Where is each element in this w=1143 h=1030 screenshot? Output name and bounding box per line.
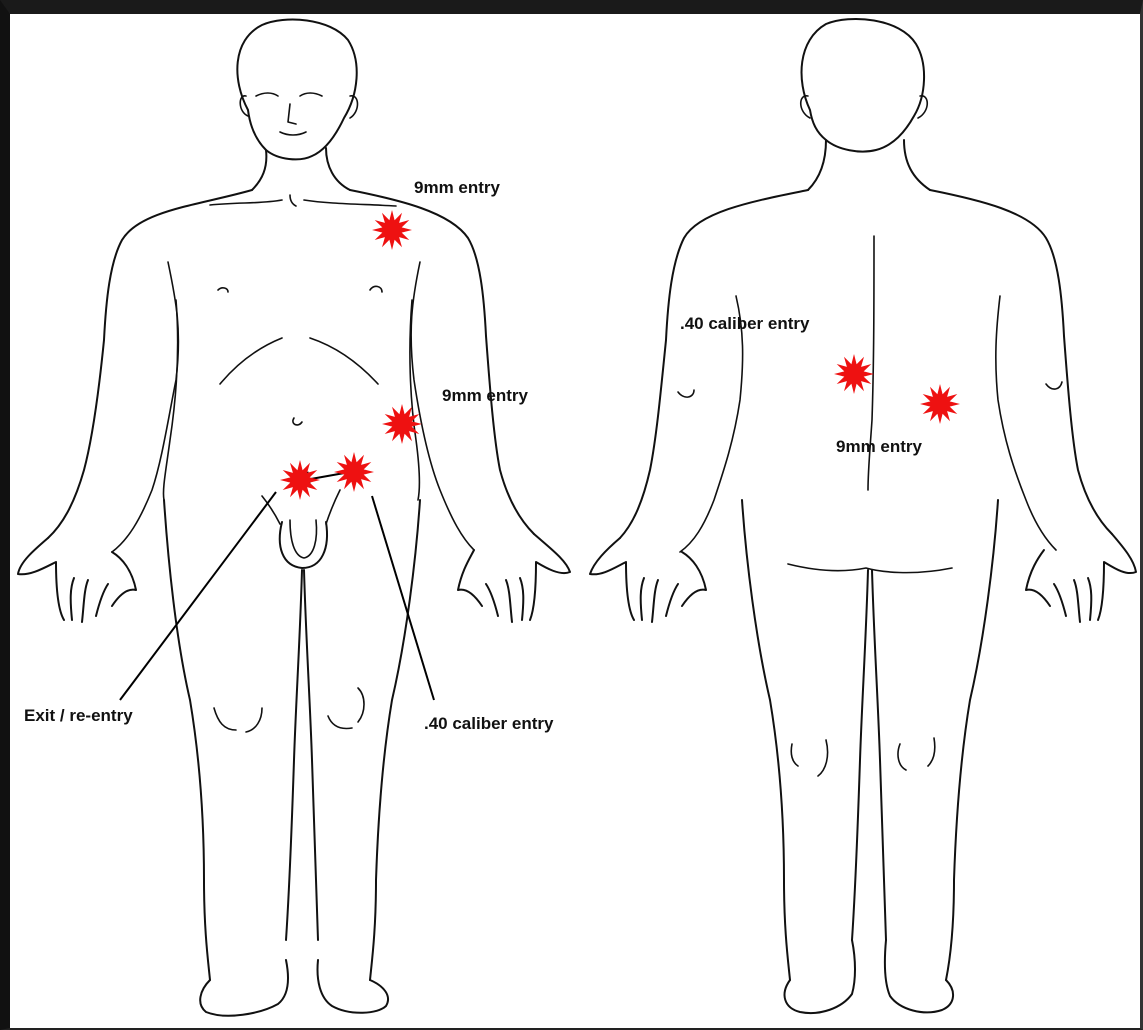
wound-marker-chest-9mm (372, 210, 412, 250)
label-exit-reentry: Exit / re-entry (24, 706, 133, 726)
label-9mm-entry-chest: 9mm entry (414, 178, 500, 198)
wound-marker-groin-exit-reentry (280, 460, 320, 500)
wound-marker-groin-40-caliber (334, 452, 374, 492)
front-body-figure (18, 20, 570, 1016)
wound-marker-back-9mm (920, 384, 960, 424)
label-9mm-entry-back: 9mm entry (836, 437, 922, 457)
label-9mm-entry-hip: 9mm entry (442, 386, 528, 406)
exit-reentry-leader-line (120, 492, 276, 700)
back-body-figure (590, 19, 1136, 1013)
label-40-caliber-entry-front: .40 caliber entry (424, 714, 553, 734)
label-40-caliber-entry-back: .40 caliber entry (680, 314, 809, 334)
wound-marker-back-40-caliber (834, 354, 874, 394)
caliber-40-leader-line (372, 496, 434, 700)
